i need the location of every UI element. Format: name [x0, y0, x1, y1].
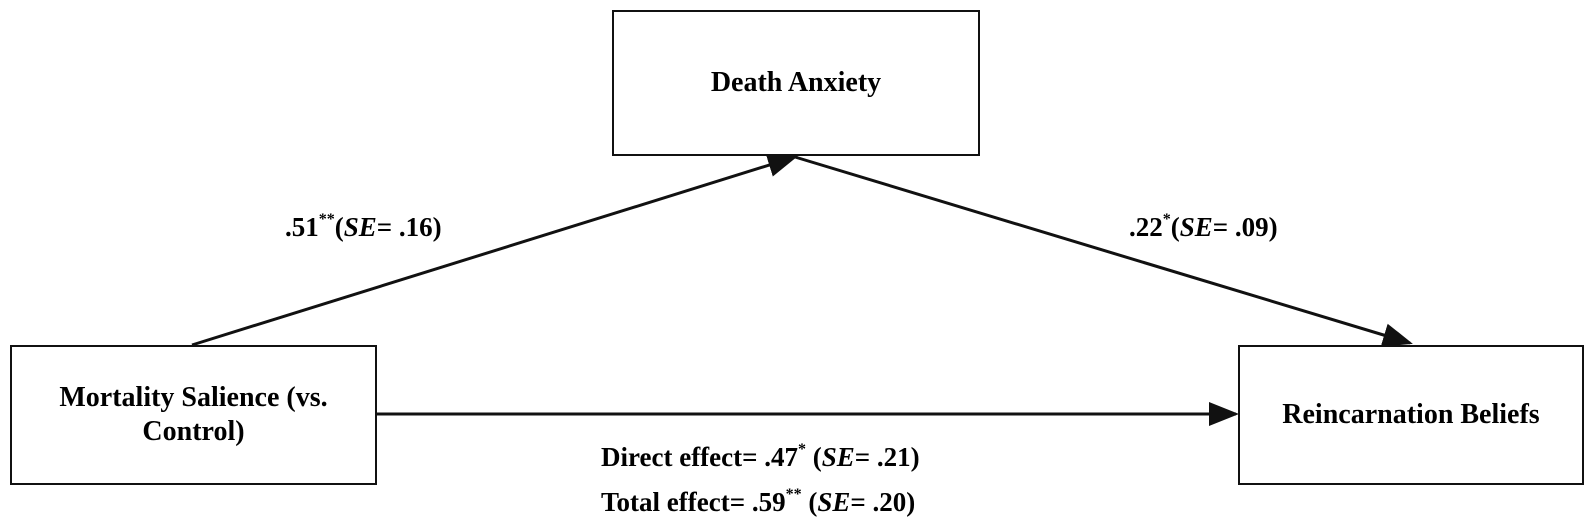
- predictor-label-line1: Mortality Salience (vs.: [59, 382, 328, 413]
- predictor-label-line2: Control): [142, 416, 245, 447]
- mediator-label: Death Anxiety: [710, 67, 882, 98]
- path-b-sig: *: [1162, 211, 1171, 228]
- arrow-b-path: [794, 155, 1413, 347]
- path-b-se-value: = .09): [1212, 212, 1278, 242]
- total-effect-text: Total effect= .59: [601, 487, 786, 517]
- path-a-label: .51**(SE= .16): [285, 211, 442, 242]
- direct-effect-label: Direct effect= .47* (SE= .21): [601, 441, 920, 472]
- mediator-box: Death Anxiety: [612, 10, 980, 156]
- total-effect-label: Total effect= .59** (SE= .20): [601, 486, 916, 517]
- path-a-se-value: = .16): [376, 212, 442, 242]
- arrow-a-path: [191, 153, 798, 347]
- total-effect-se-value: = .20): [850, 487, 916, 517]
- path-a-sig: **: [318, 211, 335, 228]
- path-b-label: .22*(SE= .09): [1129, 211, 1278, 242]
- outcome-label: Reincarnation Beliefs: [1282, 399, 1540, 430]
- path-a-coef: .51: [285, 212, 319, 242]
- path-a-se-label: SE: [343, 212, 377, 242]
- path-b-se-label: SE: [1179, 212, 1213, 242]
- total-effect-sig: **: [785, 486, 802, 503]
- direct-effect-text: Direct effect= .47: [601, 442, 799, 472]
- direct-effect-se-value: = .21): [854, 442, 920, 472]
- total-effect-se-label: SE: [817, 487, 851, 517]
- direct-effect-se-label: SE: [821, 442, 855, 472]
- direct-effect-sig: *: [798, 441, 807, 458]
- predictor-box: Mortality Salience (vs. Control): [10, 345, 377, 485]
- path-b-coef: .22: [1129, 212, 1163, 242]
- outcome-box: Reincarnation Beliefs: [1238, 345, 1584, 485]
